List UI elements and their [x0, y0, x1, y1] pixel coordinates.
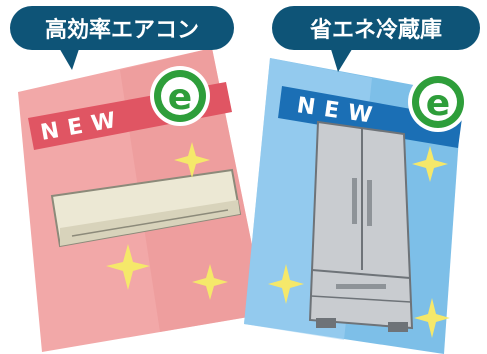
- fridge-card: NEW: [244, 58, 462, 354]
- aircon-unit: [50, 168, 242, 248]
- fridge-bubble-label: 省エネ冷蔵庫: [309, 17, 442, 43]
- aircon-eco-letter: e: [168, 77, 192, 118]
- sparkle-icon: [174, 142, 210, 178]
- aircon-card: NEW: [18, 48, 266, 352]
- aircon-speech-bubble: 高効率エアコン: [10, 6, 234, 70]
- sparkle-icon: [192, 264, 228, 300]
- aircon-bubble-label: 高効率エアコン: [45, 17, 199, 43]
- refrigerator: [308, 120, 414, 332]
- fridge-new-band: [278, 86, 462, 148]
- fridge-eco-letter: e: [426, 83, 450, 124]
- fridge-eco-mark-icon: e: [408, 72, 468, 132]
- sparkle-icon: [412, 146, 448, 182]
- fridge-speech-bubble: 省エネ冷蔵庫: [272, 6, 480, 72]
- sparkle-icon: [106, 244, 150, 290]
- sparkle-icon: [268, 264, 304, 304]
- sparkle-icon: [414, 298, 450, 338]
- aircon-eco-mark-icon: e: [150, 66, 210, 126]
